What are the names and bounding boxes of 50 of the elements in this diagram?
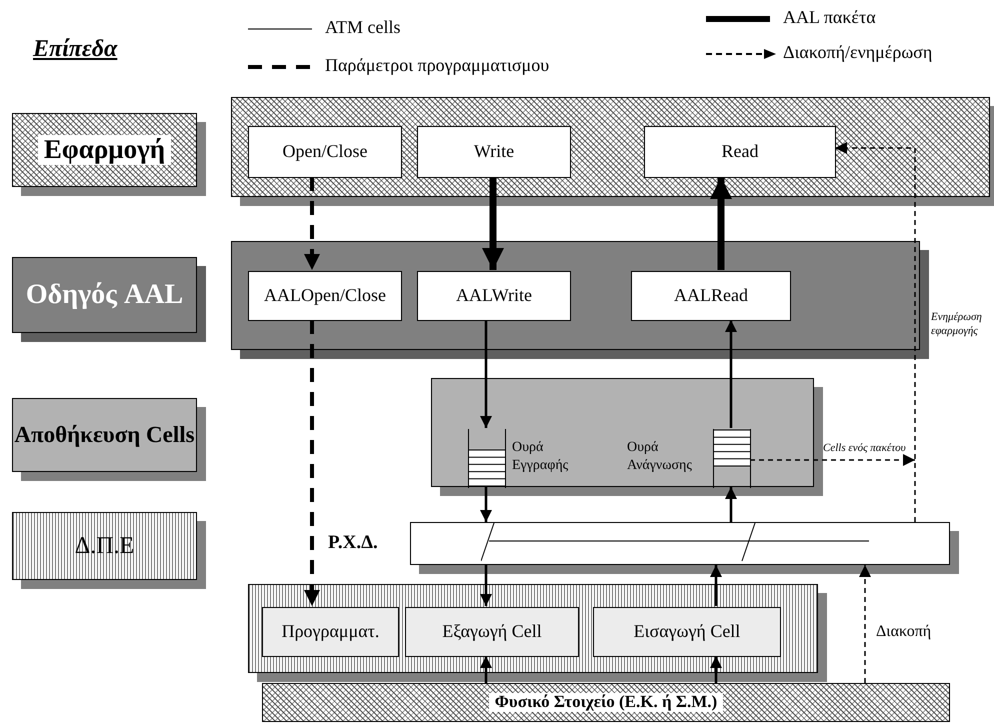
function-label: Write bbox=[474, 142, 514, 162]
function-box bbox=[417, 126, 571, 178]
arrow bbox=[859, 565, 871, 683]
function-box bbox=[417, 271, 571, 321]
arrow bbox=[750, 454, 915, 466]
legend-label: Διακοπή/ενημέρωση bbox=[783, 42, 932, 63]
layer-label: Δ.Π.Ε bbox=[74, 532, 134, 560]
physical-layer-label: Φυσικό Στοιχείο (Ε.Κ. ή Σ.Μ.) bbox=[488, 693, 724, 712]
function-box bbox=[262, 607, 399, 657]
arrow bbox=[480, 656, 492, 683]
layer-label: Αποθήκευση Cells bbox=[14, 422, 195, 448]
function-label: Προγραμματ. bbox=[282, 622, 380, 642]
legend-label: ATM cells bbox=[325, 17, 400, 38]
function-box bbox=[631, 271, 791, 321]
function-box bbox=[248, 271, 402, 321]
function-label: AALWrite bbox=[456, 286, 532, 306]
title: Επίπεδα bbox=[33, 36, 118, 63]
queue-label: Ουρά Εγγραφής bbox=[512, 439, 570, 474]
edge-label: Διακοπή bbox=[876, 622, 932, 642]
legend-label: AAL πακέτα bbox=[783, 7, 876, 28]
arrow bbox=[725, 320, 737, 428]
queue-label: Ουρά Ανάγνωσης bbox=[627, 439, 693, 474]
function-box bbox=[593, 607, 781, 657]
layer-label: Εφαρμογή bbox=[38, 135, 172, 165]
arrow bbox=[710, 656, 722, 683]
function-label: Εισαγωγή Cell bbox=[634, 622, 740, 642]
layer-label: Οδηγός AAL bbox=[26, 280, 184, 310]
arrow bbox=[710, 565, 722, 606]
function-box bbox=[405, 607, 579, 657]
bus-label: Ρ.Χ.Δ. bbox=[328, 532, 378, 554]
function-label: AALOpen/Close bbox=[264, 286, 386, 306]
arrow bbox=[710, 177, 732, 270]
arrow bbox=[480, 487, 492, 522]
arrow bbox=[304, 177, 320, 270]
function-label: Εξαγωγή Cell bbox=[442, 622, 542, 642]
arrow bbox=[480, 320, 492, 428]
arrow bbox=[835, 142, 916, 522]
edge-label: Cells ενός πακέτου bbox=[823, 441, 906, 456]
physical-layer-bar bbox=[262, 683, 950, 722]
arrow bbox=[725, 487, 737, 522]
function-label: AALRead bbox=[674, 286, 748, 306]
arrow bbox=[480, 565, 492, 606]
function-label: Read bbox=[722, 142, 758, 162]
function-box bbox=[644, 126, 836, 178]
function-label: Open/Close bbox=[282, 142, 368, 162]
legend-label: Παράμετροι προγραμματισμου bbox=[325, 55, 550, 76]
queue-drawing bbox=[713, 429, 751, 488]
queue-drawing bbox=[468, 429, 506, 488]
arrow bbox=[304, 320, 320, 606]
function-box bbox=[248, 126, 402, 178]
